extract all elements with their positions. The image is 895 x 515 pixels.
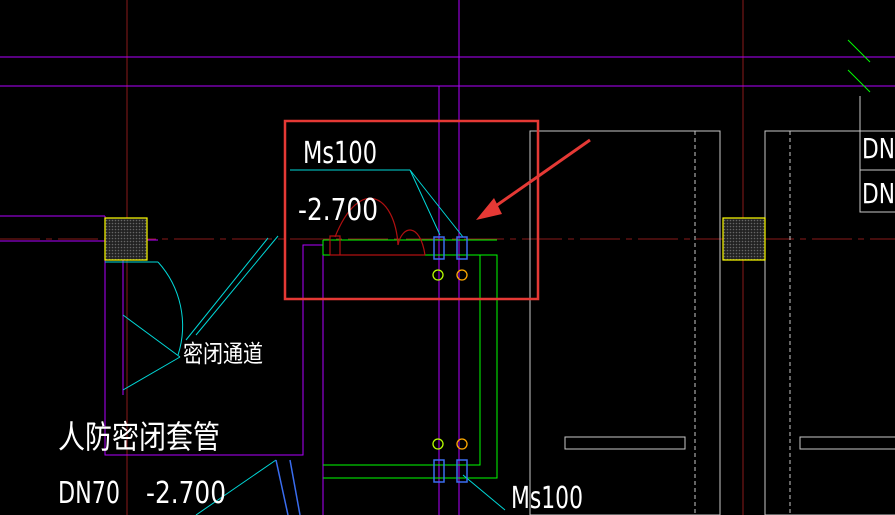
pipe-size-label-top: Ms100	[303, 136, 377, 171]
edge-label-2: DN	[862, 177, 895, 210]
room-outlines-grey	[529, 96, 895, 515]
pipe-size-label-bottom: Ms100	[511, 481, 583, 515]
annotation-arrow	[476, 138, 591, 220]
pipe-markers	[432, 269, 468, 450]
sleeve-title-label: 人防密闭套管	[58, 418, 220, 456]
sleeve-size-label: DN70	[58, 476, 120, 511]
door-symbols-cyan	[105, 169, 506, 515]
sleeve-elevation-label: -2.700	[146, 476, 226, 511]
equipment-outline-green	[322, 39, 871, 479]
column-left	[104, 217, 148, 261]
edge-label-1: DN	[862, 132, 895, 165]
pipe-sleeves-blue	[275, 236, 468, 515]
equipment-symbol-red	[329, 197, 426, 256]
elevation-label-top: -2.700	[298, 193, 378, 228]
highlight-box	[283, 119, 540, 301]
passage-label: 密闭通道	[183, 340, 263, 368]
column-right	[722, 217, 766, 261]
